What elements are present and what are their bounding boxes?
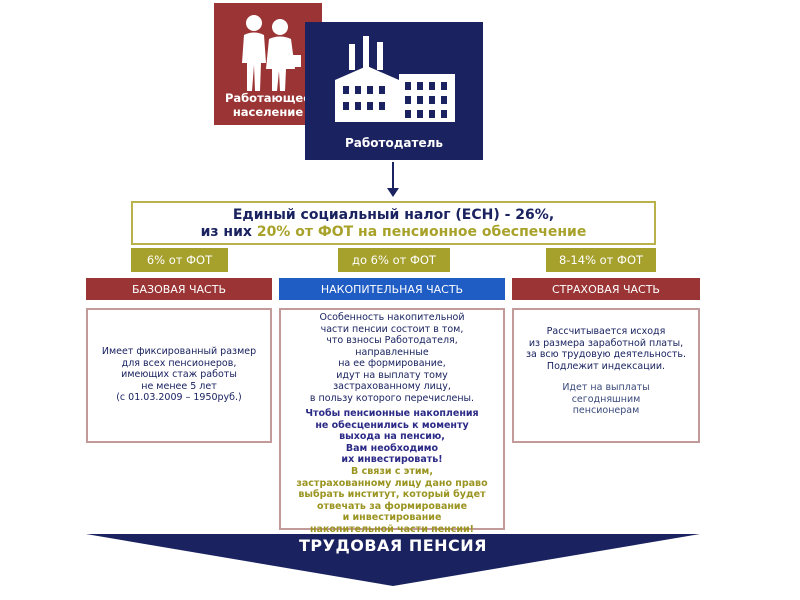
factory-icon [335, 36, 455, 122]
header-base: БАЗОВАЯ ЧАСТЬ [86, 278, 272, 300]
employer-label: Работодатель [345, 136, 443, 150]
funded-content-box: Особенность накопительной части пенсии с… [279, 308, 505, 535]
labor-pension-banner [86, 534, 700, 586]
insurance-content-box: Рассчитывается исходя из размера заработ… [512, 308, 700, 443]
percent-funded: до 6% от ФОТ [338, 248, 450, 272]
tax-line-2: из них 20% от ФОТ на пенсионное обеспече… [133, 224, 654, 241]
funded-text-2: Чтобы пенсионные накопления не обесценил… [305, 408, 479, 465]
funded-text-3: В связи с этим, застрахованному лицу дан… [296, 466, 488, 535]
working-population-label: Работающее население [224, 91, 312, 119]
tax-line-1: Единый социальный налог (ЕСН) - 26%, [232, 207, 555, 223]
funded-text-1: Особенность накопительной части пенсии с… [309, 312, 475, 404]
employer-block: Работодатель [305, 22, 483, 160]
tax-line-2-prefix: из них [200, 224, 257, 240]
working-population-block: Работающее население [214, 3, 322, 125]
people-icon [242, 15, 301, 91]
percent-insurance: 8-14% от ФОТ [546, 248, 656, 272]
insurance-text-2: Идет на выплаты сегодняшним пенсионерам [562, 382, 650, 416]
arrow-down-icon [387, 188, 399, 197]
base-text: Имеет фиксированный размер для всех пенс… [101, 346, 257, 403]
arrow-line [392, 162, 394, 190]
header-funded: НАКОПИТЕЛЬНАЯ ЧАСТЬ [279, 278, 505, 300]
insurance-text-1: Рассчитывается исходя из размера заработ… [525, 326, 687, 372]
tax-line-2-highlight: 20% от ФОТ на пенсионное обеспечение [256, 224, 587, 240]
labor-pension-label: ТРУДОВАЯ ПЕНСИЯ [299, 536, 487, 555]
header-insurance: СТРАХОВАЯ ЧАСТЬ [512, 278, 700, 300]
percent-base: 6% от ФОТ [131, 248, 228, 272]
tax-box: Единый социальный налог (ЕСН) - 26%, из … [131, 201, 656, 245]
base-content-box: Имеет фиксированный размер для всех пенс… [86, 308, 272, 443]
